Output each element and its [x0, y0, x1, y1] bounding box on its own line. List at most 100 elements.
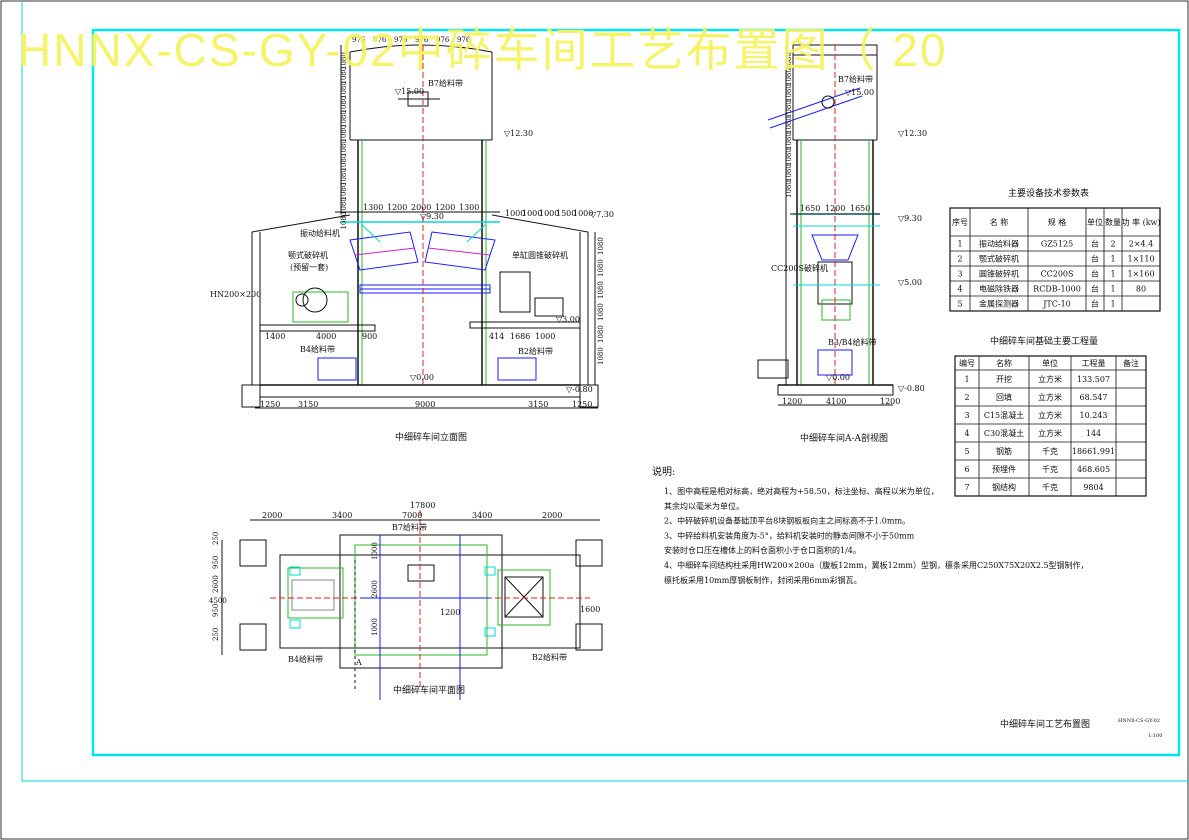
quantity-table-cell: 9804 [1083, 483, 1103, 492]
plan-view [221, 510, 603, 700]
plan-dim-1200: 1200 [440, 608, 460, 617]
sec-bottom-dim: 1200 [782, 397, 802, 406]
elev-right-dims: 10001000100015001000 [505, 209, 593, 218]
elev-right-vertical-dim: 1080 [597, 347, 605, 365]
quantity-table-cell: 预埋件 [992, 464, 1016, 474]
elev-dim-900: 900 [362, 332, 377, 341]
elev-roof-dim: 976 [415, 36, 429, 44]
elev-right-vertical-dim: 1080 [597, 325, 605, 343]
elev-right-dim: 1000 [505, 209, 525, 218]
equipment-table-cell: 80 [1136, 285, 1146, 294]
quantity-table-cell: C15混凝土 [984, 410, 1024, 420]
equipment-table-cell: 电磁除铁器 [979, 284, 1019, 294]
plan-left-dim: 250 [212, 532, 220, 545]
sec-level-930: ▽9.30 [898, 214, 922, 223]
equipment-table-cell: 1 [957, 240, 962, 249]
note-line: 安装时仓口压在槽体上的料仓面积小于仓口面积的1/4。 [664, 545, 861, 555]
sec-level-000: ▽0.00 [826, 373, 850, 382]
plan-left-dim: 2600 [212, 575, 220, 593]
section-labels: B7给料带 ▽15.00 ▽12.30 ▽9.30 ▽5.00 ▽0.00 ▽-… [771, 74, 927, 444]
quantity-table-cell: 68.547 [1080, 393, 1108, 402]
elev-vertical-dim: 1080 [340, 154, 348, 172]
quantity-table-cell: 10.243 [1080, 411, 1108, 420]
elev-vertical-dims: 1080108010801080108010801080108010801080… [340, 52, 348, 229]
equipment-table-cell: 1 [1110, 255, 1115, 264]
elev-platform-dim: 1300 [363, 203, 383, 212]
sec-label-b3: B3/B4给料带 [828, 337, 877, 347]
elev-right-dim: 1000 [522, 209, 542, 218]
elev-label-b4: B4给料带 [300, 344, 335, 354]
note-line: 3、中碎给料机安装角度为-5°，给料机安装时的静态间隙不小于50mm [664, 530, 915, 540]
equipment-table-cell: 1×110 [1127, 255, 1154, 264]
table-header-cell: 数量 [1105, 217, 1121, 227]
sec-vertical-dim: 1080 [785, 100, 793, 118]
elev-label-b2: B2给料带 [518, 346, 553, 356]
quantity-table-cell: 钢筋 [996, 446, 1012, 456]
equipment-table-cell: 金属探测器 [979, 299, 1019, 309]
table-border [949, 207, 1161, 312]
plan-top-dim: 2000 [262, 511, 282, 520]
sec-top-dim: 1200 [825, 204, 845, 213]
plan-label-b4: B4给料带 [288, 654, 323, 664]
note-line: 1、图中高程是相对标高，绝对高程为+58.50，标注坐标、高程以米为单位， [664, 486, 939, 496]
quantity-table-cell: 立方米 [1038, 392, 1062, 402]
table-header-cell: 名 称 [990, 217, 1009, 227]
table-header-cell: 名称 [996, 358, 1012, 368]
plan-top-dim: 7000 [402, 511, 422, 520]
elev-label-crusher: 颚式破碎机 [288, 250, 328, 260]
equipment-table-cell: 颚式破碎机 [979, 254, 1019, 264]
section-view [757, 44, 894, 406]
quantity-table-cell: 立方米 [1038, 410, 1062, 420]
equipment-table-cell: 1 [1110, 285, 1115, 294]
table-header-cell: 单位 [1042, 358, 1058, 368]
elev-right-vertical-dim: 1080 [597, 237, 605, 255]
elev-right-vertical-dim: 1080 [597, 303, 605, 321]
elev-label-beam: HN200×200 [210, 290, 261, 299]
equipment-table-cell: 振动给料器 [979, 239, 1019, 249]
plan-total-left: 4500 [209, 597, 227, 605]
equipment-table-cell: 台 [1091, 299, 1099, 309]
elevation-view [241, 44, 599, 409]
table-header-cell: 序号 [952, 217, 968, 227]
quantity-table-cell: 4 [964, 429, 969, 438]
sec-level-500: ▽5.00 [898, 278, 922, 287]
elev-platform-dim: 1200 [387, 203, 407, 212]
drawing-number-banner: HNNX-CS-GY-02中碎车间工艺布置图（ 20 [18, 24, 948, 76]
plan-center-dim: 1000 [371, 542, 379, 560]
equipment-table-cell: 1 [1110, 300, 1115, 309]
elev-vertical-dim: 1080 [340, 139, 348, 157]
elev-platform-dim: 1300 [459, 203, 479, 212]
elev-right-vertical-dim: 1080 [597, 259, 605, 277]
quantity-table-cell: 开挖 [996, 374, 1012, 384]
quantity-table-cell: 回填 [996, 392, 1012, 402]
sec-vertical-dim: 1080 [785, 68, 793, 86]
elev-vertical-dim: 1080 [340, 197, 348, 215]
elev-bottom-dim: 3150 [528, 400, 548, 409]
plan-top-dim: 3400 [472, 511, 492, 520]
note-line: 檩托板采用10mm厚钢板制作，封闭采用6mm彩钢瓦。 [664, 575, 862, 585]
sec-vertical-dim: 1080 [785, 52, 793, 70]
quantity-table-cell: 6 [964, 465, 969, 474]
quantity-table-cell: 468.605 [1077, 465, 1110, 474]
note-line: 4、中细碎车间结构柱采用HW200×200a（腹板12mm，翼板12mm）型钢，… [664, 560, 1089, 570]
quantity-table-cell: 7 [964, 483, 969, 492]
sec-vertical-dim: 1080 [785, 84, 793, 102]
elev-dim-1400: 1400 [265, 332, 285, 341]
equipment-table-cell: 台 [1091, 284, 1099, 294]
elev-vertical-dim: 1080 [340, 67, 348, 85]
quantity-table-cell: 133.507 [1077, 375, 1110, 384]
quantity-table-title: 中细碎车间基础主要工程量 [990, 335, 1098, 347]
elev-right-dim: 1000 [539, 209, 559, 218]
sec-vertical-dim: 1080 [785, 164, 793, 182]
notes-block: 1、图中高程是相对标高，绝对高程为+58.50，标注坐标、高程以米为单位， 其余… [664, 486, 1089, 585]
elev-level-n080: ▽-0.80 [566, 385, 593, 394]
note-line: 2、中碎破碎机设备基础顶平台8块钢板板向主之间标高不于1.0mm。 [664, 516, 910, 526]
quantity-table-cell: 5 [964, 447, 969, 456]
sec-crane-label: B7给料带 [838, 74, 873, 84]
sec-label-cone: CC200S破碎机 [771, 263, 828, 273]
